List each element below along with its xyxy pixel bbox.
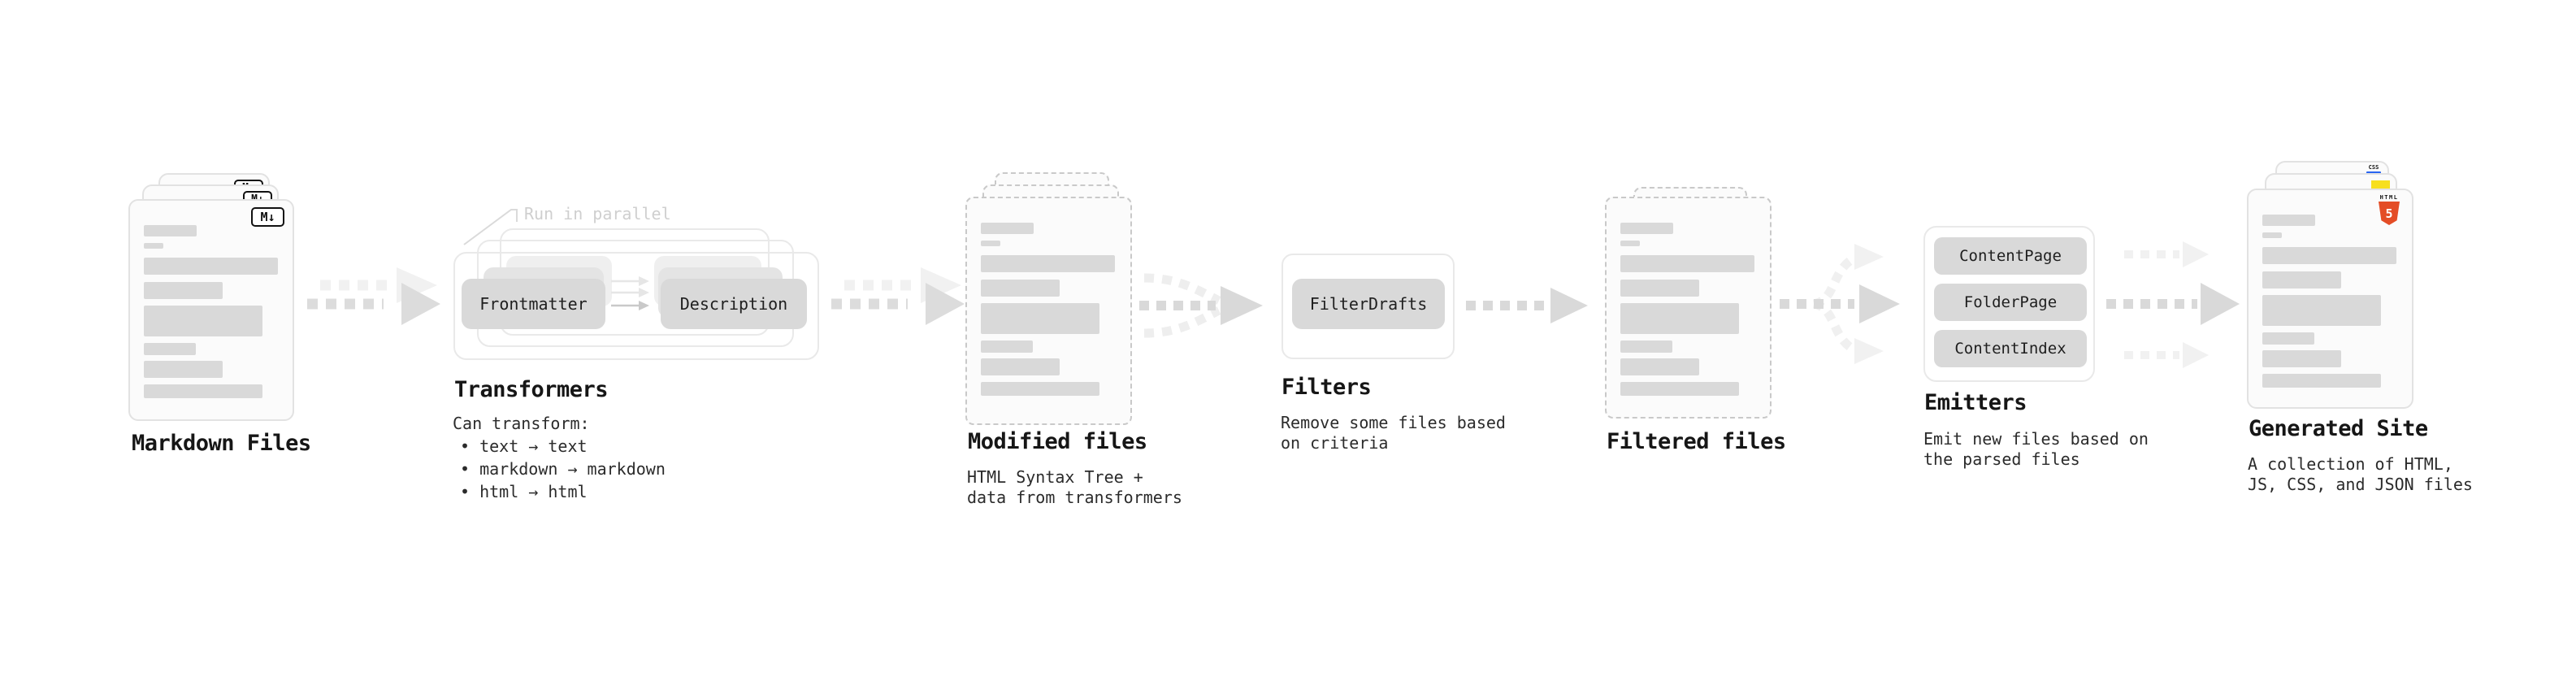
note-leader-line [463, 209, 518, 245]
filters-description: Remove some files based on criteria [1281, 413, 1506, 453]
skeleton-bar [1620, 303, 1739, 334]
emitters-frame [1923, 226, 2095, 382]
generated-site-heading: Generated Site [2249, 416, 2428, 441]
flow-arrow-emitters-to-generated [2106, 241, 2240, 368]
flow-arrow-filters-to-filtered [1466, 288, 1588, 323]
transformer-parallel-arrows [611, 276, 649, 310]
skeleton-bar [981, 280, 1060, 297]
filters-frame [1281, 254, 1455, 359]
transform-bullet: • markdown → markdown [460, 459, 666, 479]
skeleton-bar [981, 303, 1099, 334]
file-content-skeleton [2262, 215, 2396, 388]
emitters-description: Emit new files based on the parsed files [1923, 429, 2149, 469]
skeleton-bar [1620, 280, 1699, 297]
flow-arrow-merge-modified-to-filters [1139, 273, 1263, 338]
markdown-file-card-front: M↓ [128, 199, 294, 421]
skeleton-bar [144, 258, 278, 275]
description-node: Description [661, 279, 807, 329]
flow-arrow-transformers-to-modified [831, 267, 965, 325]
modified-file-card-front [965, 197, 1132, 425]
generated-file-card-front: HTML 5 [2247, 189, 2413, 409]
markdown-files-heading: Markdown Files [132, 431, 311, 456]
frontmatter-node: Frontmatter [462, 279, 605, 329]
skeleton-bar [2262, 271, 2341, 288]
skeleton-bar [2262, 374, 2381, 388]
contentpage-node: ContentPage [1934, 237, 2087, 275]
filters-heading: Filters [1281, 375, 1372, 400]
markdown-icon: M↓ [251, 207, 284, 227]
skeleton-bar [2262, 295, 2381, 326]
run-in-parallel-note: Run in parallel [524, 204, 671, 223]
contentindex-node: ContentIndex [1934, 330, 2087, 367]
filtered-file-card-front [1605, 197, 1772, 419]
html5-icon: HTML 5 [2377, 194, 2401, 225]
transformers-description: Can transform: • text → text • markdown … [453, 412, 666, 503]
flow-arrow-files-to-transformers [307, 267, 440, 325]
skeleton-bar [1620, 382, 1739, 396]
skeleton-bar [981, 358, 1060, 375]
can-transform-label: Can transform: [453, 414, 590, 433]
skeleton-bar [981, 241, 1000, 246]
skeleton-bar [1620, 223, 1673, 234]
skeleton-bar [2262, 247, 2396, 264]
modified-files-description: HTML Syntax Tree + data from transformer… [967, 467, 1182, 507]
skeleton-bar [144, 282, 223, 299]
skeleton-bar [1620, 358, 1699, 375]
skeleton-bar [144, 343, 196, 355]
skeleton-bar [144, 361, 223, 378]
skeleton-bar [144, 243, 163, 249]
skeleton-bar [2262, 332, 2314, 345]
skeleton-bar [981, 223, 1034, 234]
skeleton-bar [1620, 241, 1640, 246]
skeleton-bar [981, 340, 1033, 353]
skeleton-bar [144, 225, 197, 236]
file-content-skeleton [144, 225, 278, 398]
transform-bullet: • text → text [460, 436, 588, 456]
skeleton-bar [1620, 340, 1672, 353]
skeleton-bar [1620, 255, 1754, 272]
file-content-skeleton [981, 223, 1115, 396]
skeleton-bar [2262, 232, 2282, 238]
transformer-frame-front [453, 252, 819, 360]
transform-bullet: • html → html [460, 482, 588, 501]
transformers-heading: Transformers [454, 377, 609, 402]
javascript-icon [2371, 180, 2390, 189]
modified-files-heading: Modified files [968, 429, 1147, 454]
skeleton-bar [981, 255, 1115, 272]
generated-site-description: A collection of HTML, JS, CSS, and JSON … [2248, 454, 2473, 494]
skeleton-bar [144, 384, 262, 398]
flow-arrow-fanout-filtered-to-emitters [1780, 244, 1900, 364]
skeleton-bar [2262, 350, 2341, 367]
skeleton-bar [981, 382, 1099, 396]
emitters-heading: Emitters [1924, 390, 2027, 415]
filterdrafts-node: FilterDrafts [1292, 279, 1445, 329]
filtered-files-heading: Filtered files [1607, 429, 1786, 454]
skeleton-bar [144, 306, 262, 336]
folderpage-node: FolderPage [1934, 284, 2087, 321]
file-content-skeleton [1620, 223, 1754, 396]
skeleton-bar [2262, 215, 2315, 226]
